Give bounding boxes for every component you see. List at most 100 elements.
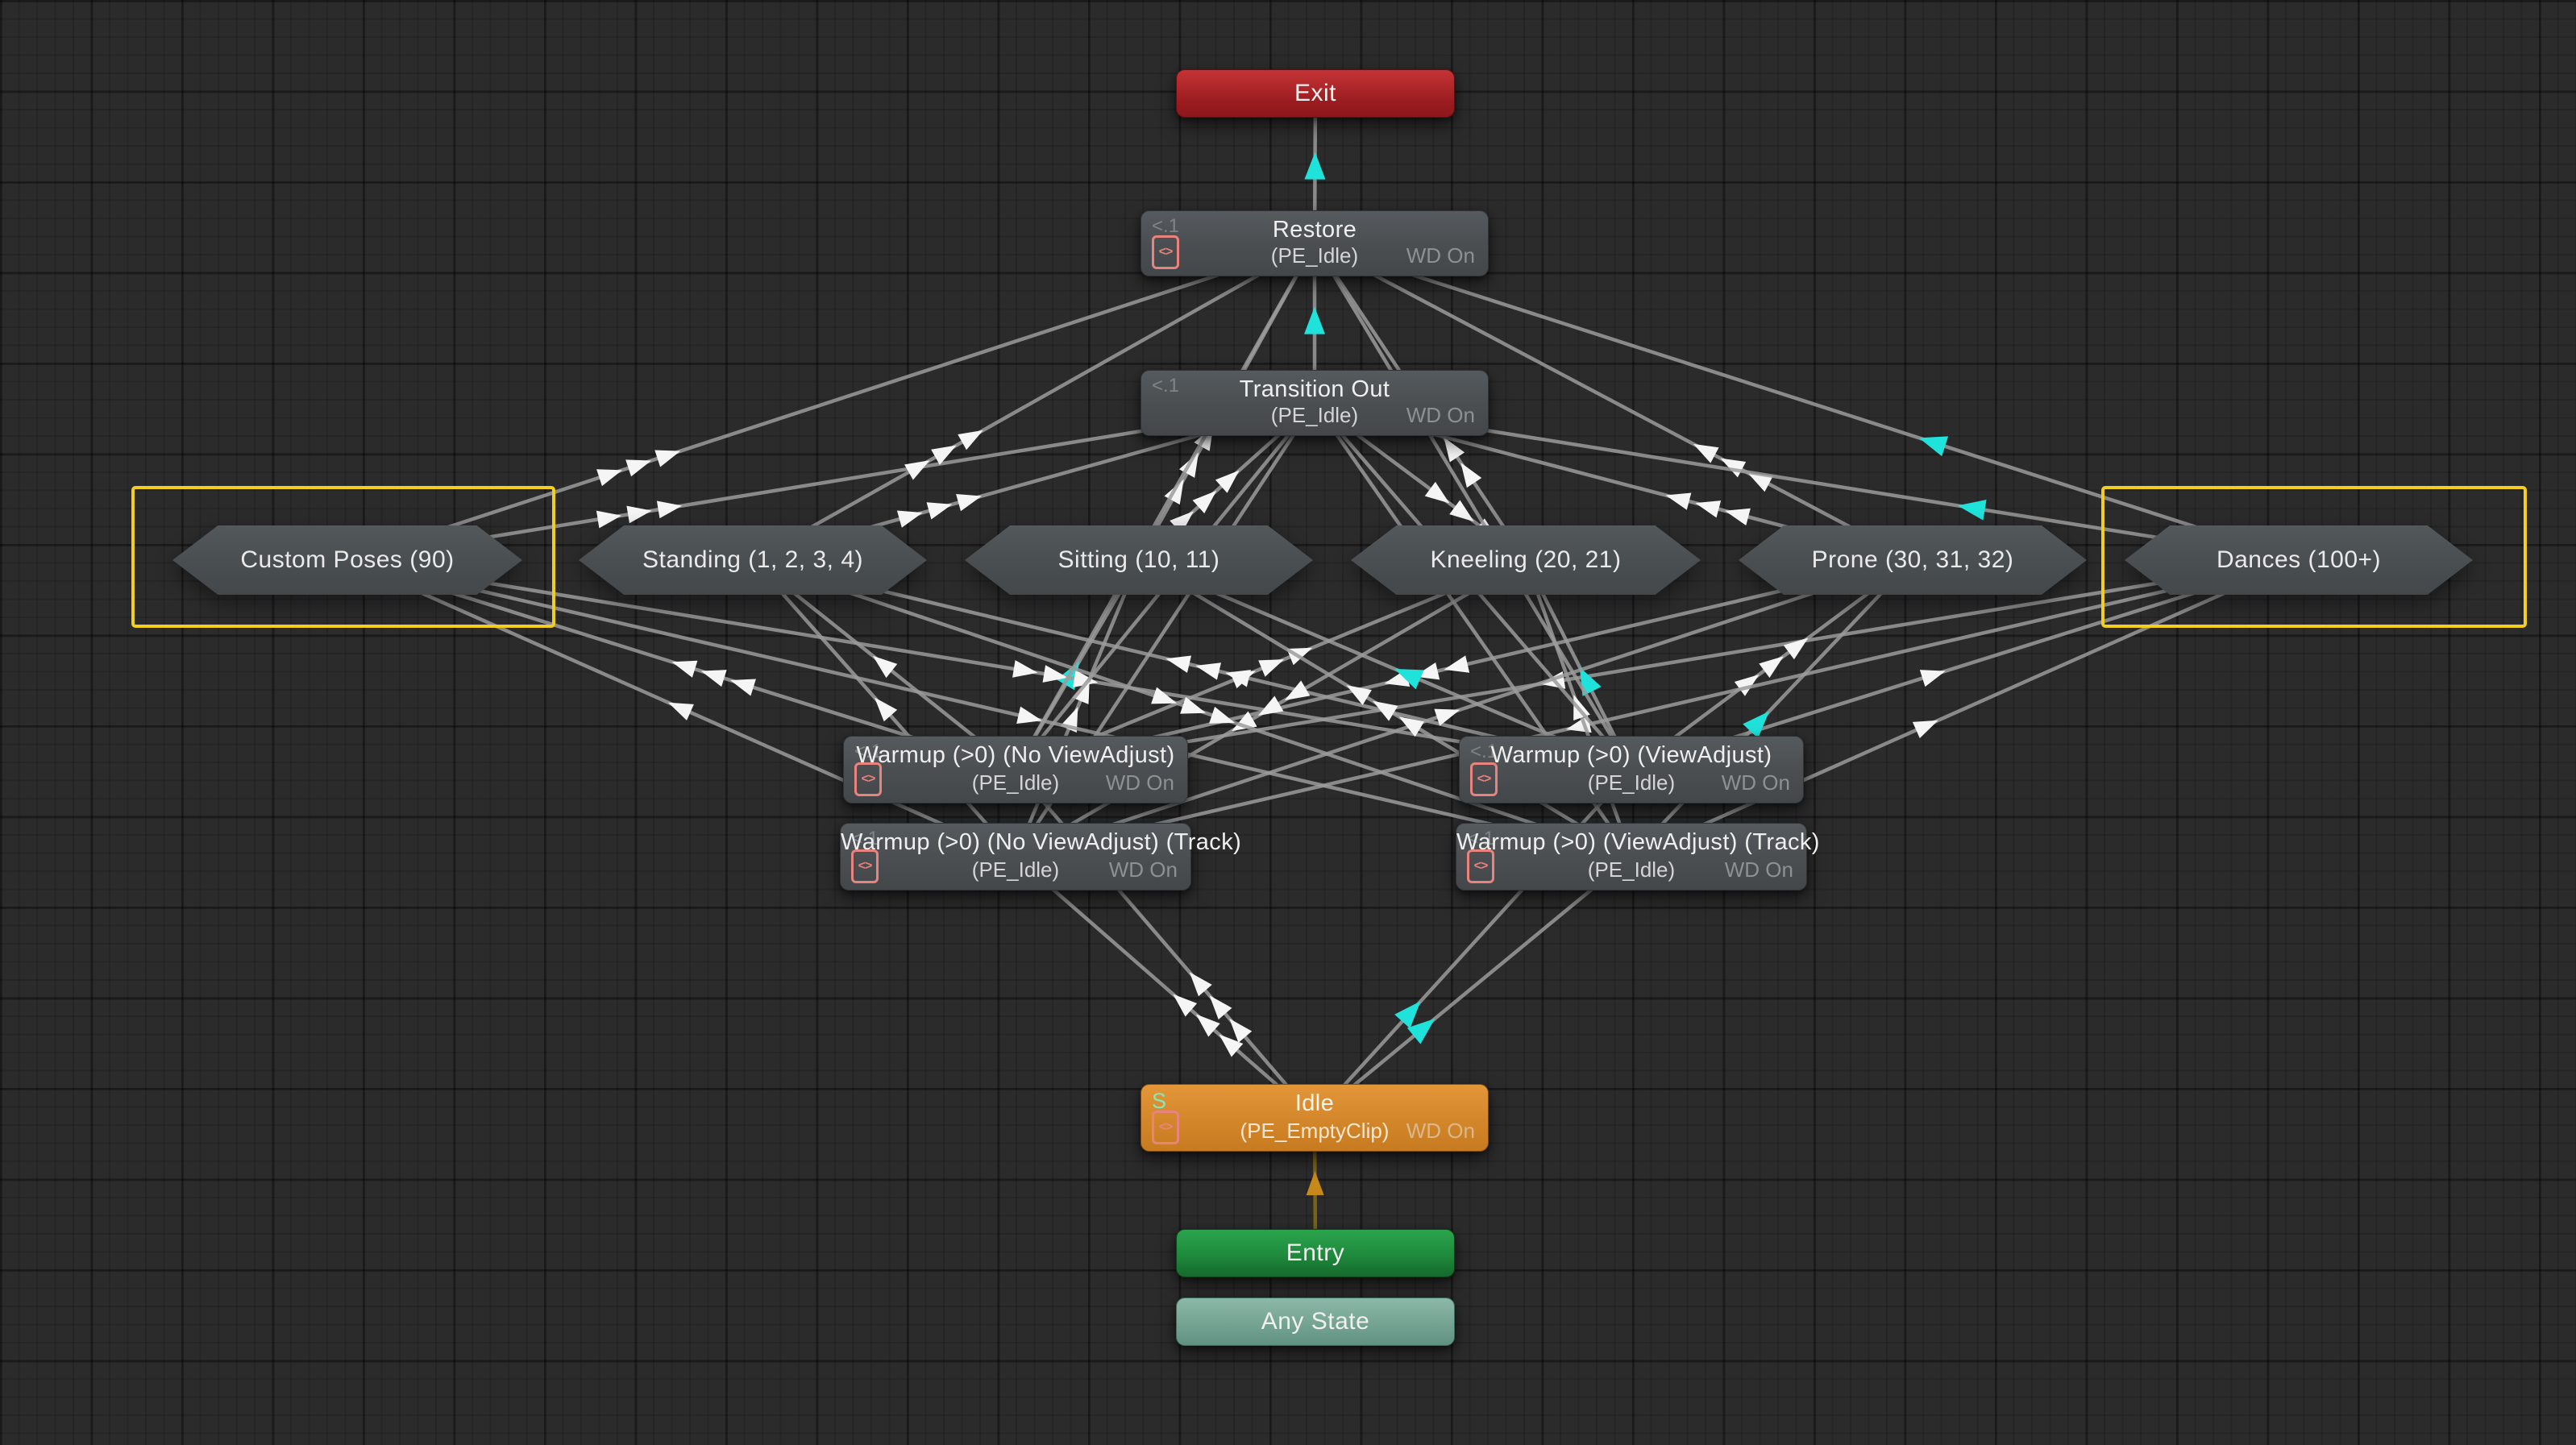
transition-line-dances-restore[interactable]: [1314, 241, 2300, 563]
transition-arrow: [671, 660, 698, 678]
state-label: Exit: [1294, 80, 1336, 106]
transition-line-standing-restore[interactable]: [751, 242, 1316, 562]
transition-line-warm_nva_t-prone[interactable]: [1015, 558, 1913, 859]
exit-time-badge: <.1: [854, 741, 883, 762]
transition-line-idle-warm_va_t[interactable]: [1313, 855, 1633, 1119]
substate-hexagon: Standing (1, 2, 3, 4): [579, 525, 927, 595]
transition-arrow: [1180, 696, 1207, 714]
write-defaults-label: WD On: [1406, 403, 1475, 427]
state-node-exit[interactable]: Exit: [1176, 69, 1455, 118]
transition-arrow: [1424, 481, 1450, 504]
transition-arrow: [1759, 656, 1784, 678]
transition-line-warm_va-dances[interactable]: [1631, 558, 2300, 772]
motion-label: (PE_Idle): [971, 770, 1060, 795]
transition-line-warm_va-custom_poses[interactable]: [347, 558, 1632, 772]
state-node-dances[interactable]: Dances (100+): [2125, 525, 2473, 595]
transition-line-warm_va-restore[interactable]: [1313, 242, 1633, 771]
transition-arrow: [1449, 500, 1474, 522]
transition-arrow: [668, 702, 694, 720]
transition-arrow: [1373, 700, 1398, 721]
state-node-kneeling[interactable]: Kneeling (20, 21): [1351, 525, 1701, 595]
state-node-standing[interactable]: Standing (1, 2, 3, 4): [579, 525, 927, 595]
transition-line-prone-restore[interactable]: [1313, 242, 1914, 562]
transition-arrow: [931, 445, 957, 465]
transition-arrow: [1195, 662, 1222, 680]
transition-arrow: [1406, 1018, 1435, 1044]
transition-line-warm_va-kneeling[interactable]: [1523, 558, 1634, 771]
state-label: Entry: [1286, 1239, 1345, 1266]
transition-line-idle-warm_nva_t[interactable]: [1014, 855, 1316, 1119]
transition-line-warm_va-standing[interactable]: [752, 558, 1632, 772]
transition-arrow: [1743, 711, 1770, 739]
transition-arrow: [1189, 972, 1212, 997]
transition-arrow: [926, 502, 953, 520]
transition-arrow: [1720, 458, 1747, 478]
state-node-any_state[interactable]: Any State: [1176, 1298, 1455, 1346]
transition-line-warm_va_t-prone[interactable]: [1630, 558, 1914, 858]
state-label: Prone (30, 31, 32): [1811, 546, 2014, 573]
transition-arrow: [904, 460, 930, 480]
transition-arrow: [1219, 1034, 1244, 1057]
transition-line-warm_va_t-custom_poses[interactable]: [347, 558, 1632, 859]
transition-arrow: [1225, 670, 1251, 687]
transition-arrow: [1398, 716, 1425, 737]
transition-line-warm_nva_t-dances[interactable]: [1015, 558, 2300, 859]
transition-arrow: [1394, 1001, 1421, 1029]
transition-arrow: [1346, 685, 1372, 706]
transition-arrow: [1579, 666, 1602, 696]
transition-arrow: [625, 459, 652, 477]
transition-arrow: [1573, 695, 1590, 720]
transition-arrow: [872, 655, 898, 679]
state-node-sitting[interactable]: Sitting (10, 11): [965, 525, 1313, 595]
transition-arrow: [1257, 696, 1284, 716]
script-icon: <>: [854, 762, 882, 796]
write-defaults-label: WD On: [1406, 1119, 1475, 1143]
transition-arrow: [1734, 674, 1760, 696]
transition-arrow: [1042, 665, 1068, 683]
transition-arrow: [1957, 499, 1987, 521]
transition-arrow: [896, 510, 923, 528]
transition-arrow: [654, 450, 681, 467]
motion-label: (PE_Idle): [1587, 857, 1676, 882]
transition-arrow: [1444, 437, 1465, 463]
transition-arrow: [1912, 720, 1938, 739]
transition-arrow: [1229, 1018, 1253, 1043]
substate-hexagon: Kneeling (20, 21): [1351, 525, 1701, 595]
transition-arrow: [1747, 472, 1773, 492]
state-label: Restore: [1272, 217, 1357, 243]
transition-line-custom_poses-restore[interactable]: [347, 241, 1315, 563]
state-node-prone[interactable]: Prone (30, 31, 32): [1739, 525, 2087, 595]
transition-arrow: [1918, 436, 1949, 457]
transition-arrow: [1012, 660, 1038, 678]
write-defaults-label: WD On: [1724, 857, 1793, 882]
transition-line-warm_nva-dances[interactable]: [1015, 558, 2300, 772]
state-node-custom_poses[interactable]: Custom Poses (90): [172, 525, 522, 595]
substate-hexagon: Dances (100+): [2125, 525, 2473, 595]
transition-line-warm_nva-restore[interactable]: [1014, 242, 1316, 771]
transition-arrow: [875, 697, 898, 722]
transition-arrow: [1016, 706, 1042, 725]
transition-arrow: [1725, 508, 1751, 526]
transition-arrow: [1304, 152, 1326, 180]
state-node-entry[interactable]: Entry: [1176, 1229, 1455, 1277]
substate-hexagon: Custom Poses (90): [172, 525, 522, 595]
transition-arrow: [1693, 443, 1719, 463]
transition-line-warm_va_t-dances[interactable]: [1631, 558, 2300, 859]
write-defaults-label: WD On: [1721, 770, 1790, 795]
transition-arrow: [1195, 1014, 1220, 1037]
state-label: Sitting (10, 11): [1057, 546, 1220, 573]
motion-label: (PE_EmptyClip): [1240, 1119, 1390, 1143]
transition-arrow: [1192, 490, 1217, 514]
state-label: Any State: [1261, 1308, 1370, 1335]
transition-arrow: [1209, 706, 1236, 724]
transition-arrow: [1258, 659, 1285, 677]
transition-arrow: [1434, 708, 1460, 726]
